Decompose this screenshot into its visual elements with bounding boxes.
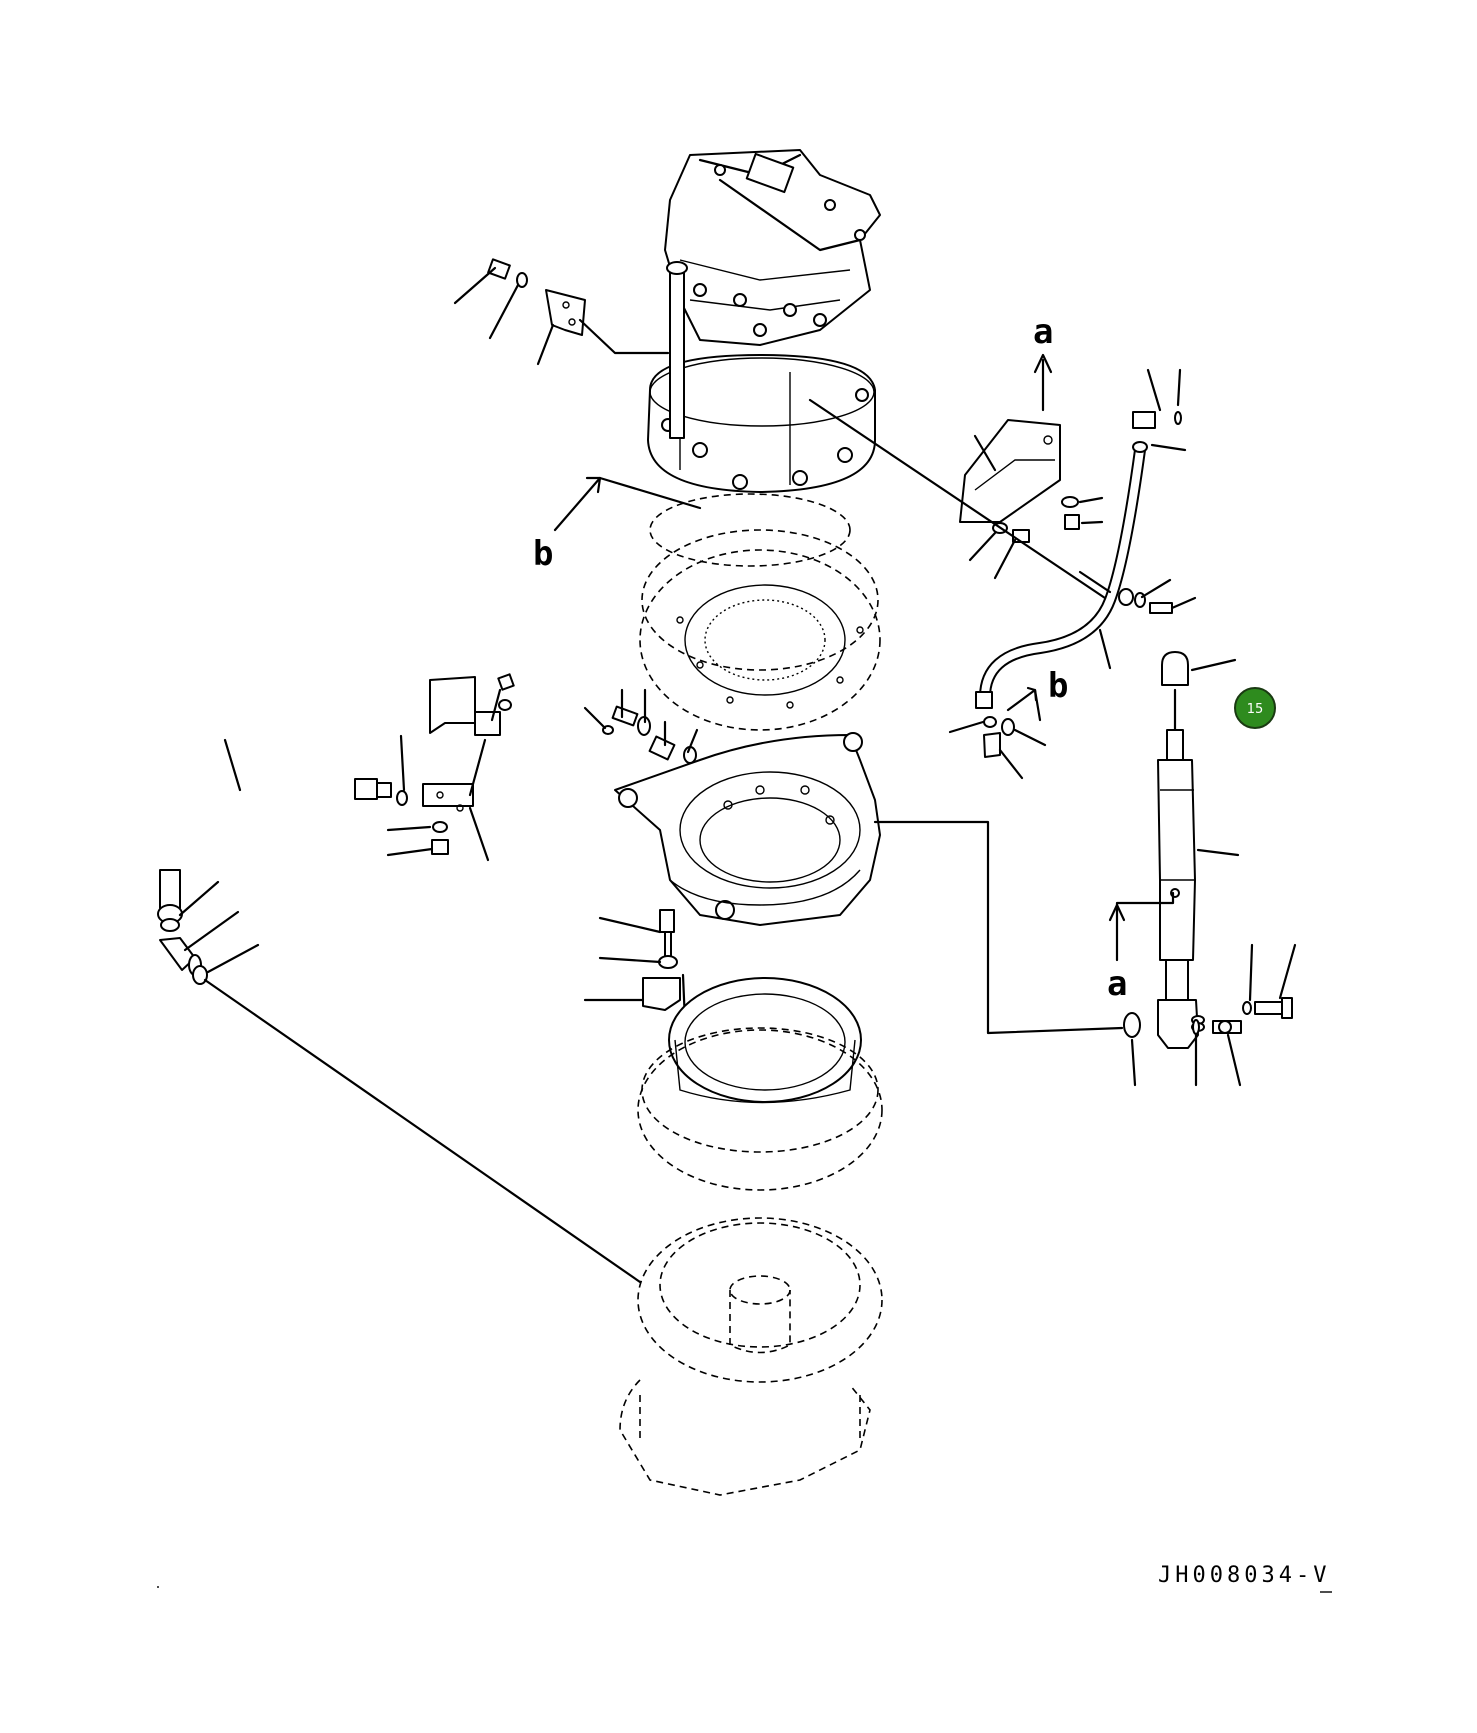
- center-fittings: [583, 688, 699, 764]
- badge-number: 15: [1247, 702, 1264, 717]
- carrier-housing: [614, 732, 1124, 1035]
- label-a-top: a: [1033, 312, 1053, 352]
- item-badge[interactable]: 15: [1234, 687, 1276, 729]
- label-a-right: a: [1107, 964, 1127, 1004]
- badge-circle: [1234, 687, 1276, 729]
- pointer-b-left: b: [533, 476, 702, 574]
- left-hose-assembly: [157, 673, 642, 1284]
- small-bracket-top: [453, 258, 670, 366]
- ring-gear-upper: [639, 529, 881, 731]
- right-cylinder: a: [1107, 651, 1297, 1087]
- label-b-right: b: [1048, 666, 1068, 706]
- label-b-left: b: [533, 534, 553, 574]
- right-hose: [975, 368, 1197, 709]
- swing-motor: [647, 149, 881, 493]
- ring-gear-lower: [637, 977, 883, 1191]
- gasket-ring: [649, 493, 851, 567]
- right-bracket: a: [808, 312, 1107, 600]
- pointer-b-right: b: [948, 666, 1068, 780]
- center-bolt-set: [583, 909, 687, 1024]
- drawing-code: JH008034-V: [1158, 1563, 1330, 1588]
- bottom-housing: [619, 1217, 883, 1496]
